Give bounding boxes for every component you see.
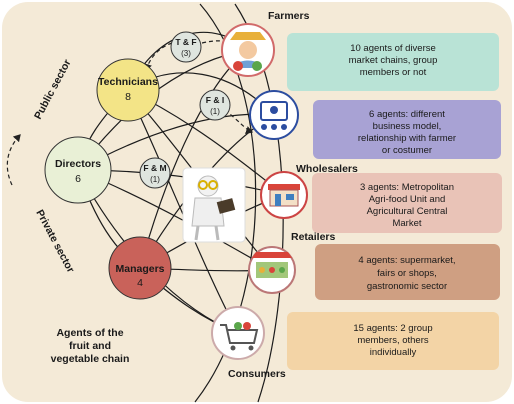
svg-text:individually: individually [370,347,417,358]
tf-count: (3) [181,49,191,58]
consumers-label: Consumers [228,368,286,380]
retailers-description: 4 agents: supermarket, fairs or shops, g… [315,244,500,300]
svg-text:or costumer: or costumer [382,145,432,156]
fm-label: F & M [143,163,166,173]
svg-text:members or not: members or not [360,67,427,78]
svg-text:10 agents of diverse: 10 agents of diverse [350,43,436,54]
svg-text:vegetable chain: vegetable chain [51,353,130,365]
market-building-icon [260,171,308,219]
managers-label: Managers [115,263,164,275]
svg-text:members, others: members, others [357,335,429,346]
technicians-node: Technicians 8 [96,58,160,122]
svg-text:relationship with farmer: relationship with farmer [358,133,456,144]
shopping-cart-icon [211,306,265,360]
svg-text:Agents of the: Agents of the [56,327,123,339]
consumers-description: 15 agents: 2 group members, others indiv… [287,312,499,370]
svg-text:6 agents: different: 6 agents: different [369,109,445,120]
wholesalers-label: Wholesalers [296,163,358,175]
svg-text:Agri-food Unit and: Agri-food Unit and [369,194,446,205]
svg-text:gastronomic sector: gastronomic sector [367,281,447,292]
technicians-label: Technicians [98,76,158,88]
managers-count: 4 [137,277,143,289]
svg-text:3 agents: Metropolitan: 3 agents: Metropolitan [360,182,454,193]
chain-title: Agents of the fruit and vegetable chain [51,327,130,365]
retailers-label: Retailers [291,231,336,243]
svg-text:Market: Market [392,218,421,229]
managers-node: Managers 4 [108,236,172,300]
fm-count: (1) [150,175,160,184]
fi-label: F & I [206,95,224,105]
svg-text:4 agents: supermarket,: 4 agents: supermarket, [358,255,455,266]
market-stall-icon [248,246,296,294]
middlemen-description: 6 agents: different business model, rela… [313,100,501,159]
directors-label: Directors [55,158,101,170]
svg-text:Agricultural Central: Agricultural Central [367,206,448,217]
middlemen-icon [249,90,299,140]
farmers-label: Farmers [268,10,310,22]
technicians-count: 8 [125,91,131,103]
directors-count: 6 [75,173,81,185]
svg-text:fruit and: fruit and [69,340,111,352]
svg-text:business model,: business model, [373,121,442,132]
directors-node: Directors 6 [44,136,112,204]
fi-node: F & I (1) [199,89,231,121]
fm-node: F & M (1) [139,157,171,189]
wholesalers-description: 3 agents: Metropolitan Agri-food Unit an… [312,173,502,233]
fi-count: (1) [210,107,220,116]
tf-label: T & F [175,37,196,47]
tf-node: T & F (3) [170,31,202,63]
svg-text:fairs or shops,: fairs or shops, [377,268,437,279]
researcher-icon [182,167,246,243]
svg-text:15 agents: 2 group: 15 agents: 2 group [353,323,432,334]
farmer-icon [221,23,275,77]
svg-text:market chains, group: market chains, group [349,55,438,66]
farmers-description: 10 agents of diverse market chains, grou… [287,33,499,91]
